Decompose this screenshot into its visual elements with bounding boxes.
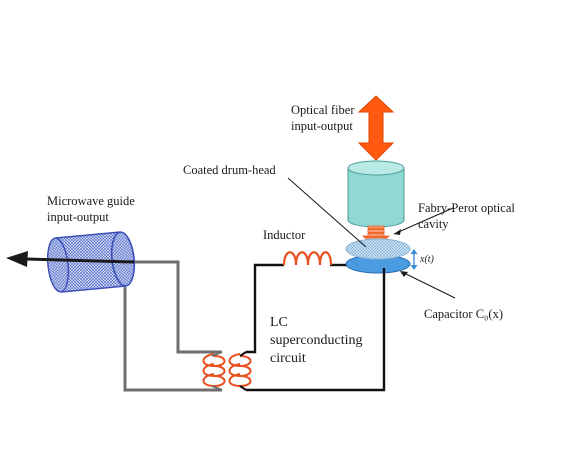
lc-label-line2: superconducting	[270, 333, 363, 348]
displacement-arrow	[410, 249, 418, 270]
optical-fiber-label-line2: input-output	[291, 119, 353, 133]
displacement-label: x(t)	[419, 254, 435, 265]
pointer-lines	[287, 177, 456, 299]
circuit-wires	[123, 260, 386, 392]
labels: Optical fiber input-output Coated drum-h…	[47, 103, 515, 366]
capacitor-label: Capacitor C₀(x)	[424, 307, 503, 321]
microwave-label-line1: Microwave guide	[47, 194, 135, 208]
lc-label-line3: circuit	[270, 351, 306, 366]
microwave-waveguide	[6, 231, 136, 293]
drum-head-disk	[345, 238, 411, 260]
optical-fiber-label-line1: Optical fiber	[291, 103, 355, 117]
fiber-cylinder	[347, 160, 405, 228]
inductor-coil	[282, 251, 333, 266]
microwave-label-line2: input-output	[47, 210, 109, 224]
fabry-perot-label-line1: Fabry-Perot optical	[418, 201, 515, 215]
inductor-label: Inductor	[263, 228, 306, 242]
coated-drum-head-label: Coated drum-head	[183, 163, 276, 177]
lc-label-line1: LC	[270, 315, 288, 330]
optical-fiber-arrow	[357, 95, 395, 161]
fabry-perot-label-line2: cavity	[418, 217, 449, 231]
transformer-coils	[202, 351, 252, 391]
